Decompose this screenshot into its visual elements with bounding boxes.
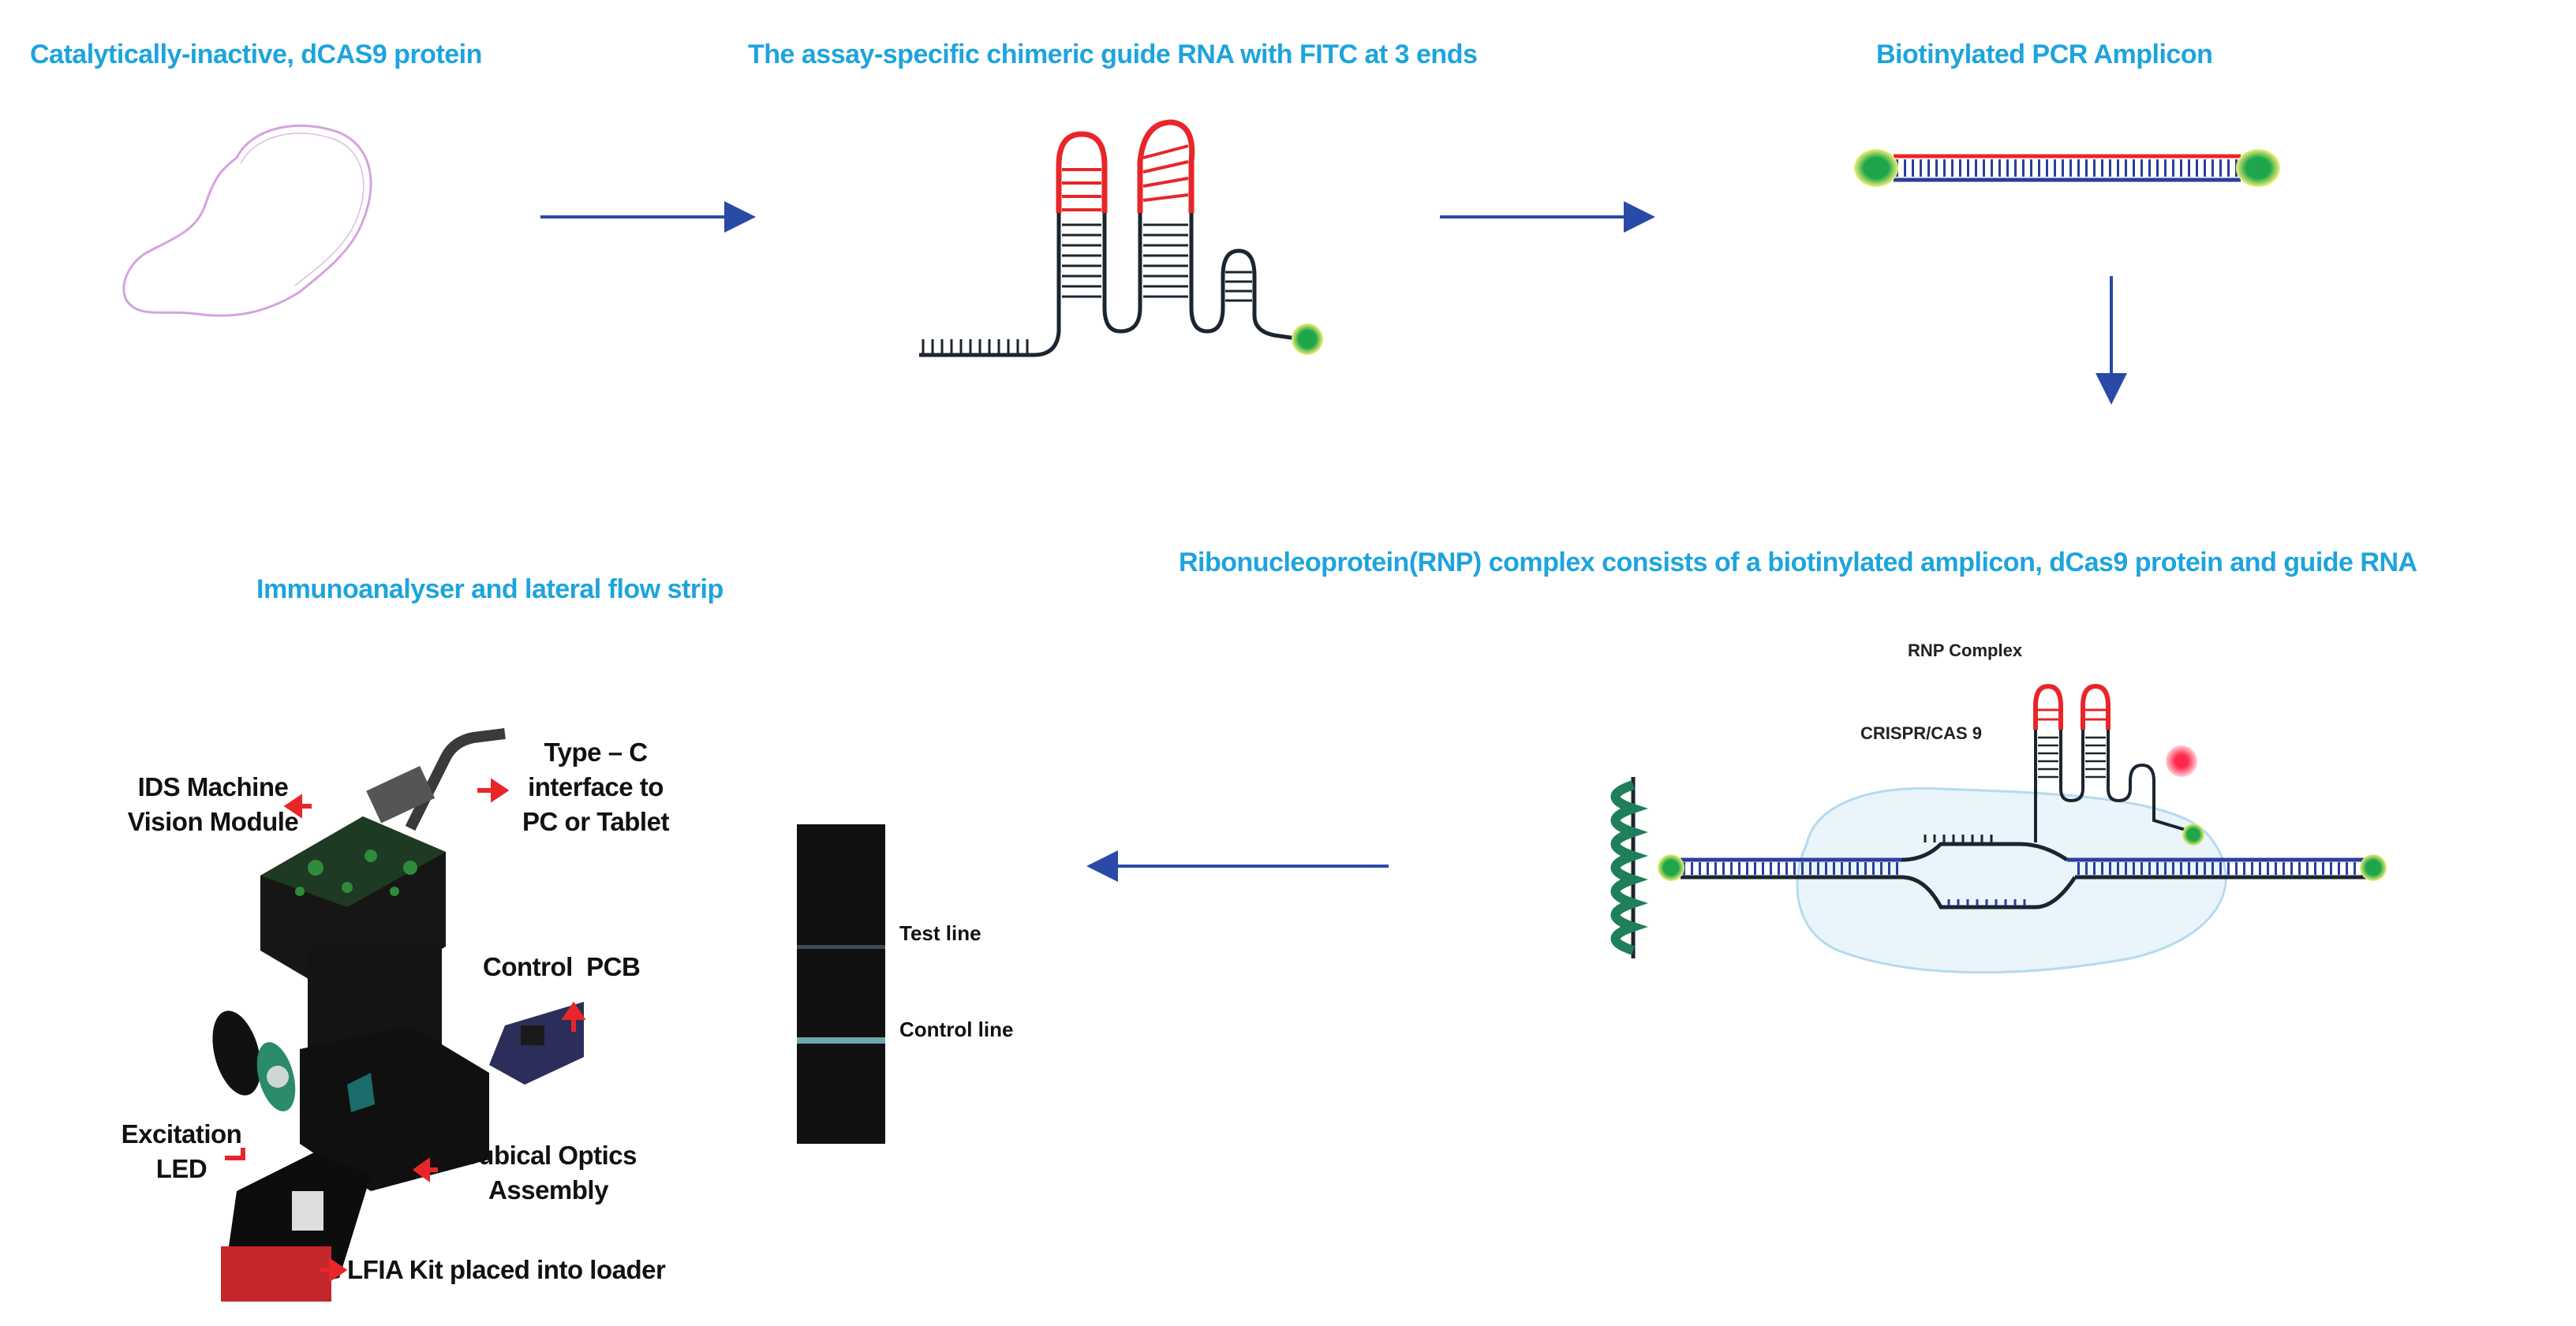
excitation-led-label: Excitation LED	[110, 1117, 252, 1186]
lateral-flow-strip-icon	[797, 824, 885, 1144]
excitation-label-line1: Excitation	[121, 1119, 242, 1149]
heading-rnp: Ribonucleoprotein(RNP) complex consists …	[1179, 547, 2417, 577]
heading-amplicon: Biotinylated PCR Amplicon	[1876, 39, 2213, 69]
fitc-label-icon	[1292, 323, 1323, 355]
fitc-label-icon	[2182, 824, 2204, 846]
guide-rna-icon	[919, 119, 1323, 357]
typec-interface-label: Type – C interface to PC or Tablet	[509, 735, 682, 839]
typec-label-line1: Type – C	[544, 738, 648, 767]
optics-assembly-label: Cubical Optics Assembly	[446, 1138, 651, 1208]
biotin-bead-icon	[2236, 149, 2280, 187]
heading-analyser: Immunoanalyser and lateral flow strip	[256, 574, 723, 604]
biotin-bead-icon	[1854, 149, 1898, 187]
optics-label-line1: Cubical Optics	[459, 1141, 637, 1170]
heading-guide-rna: The assay-specific chimeric guide RNA wi…	[748, 39, 1478, 69]
typec-label-line3: PC or Tablet	[522, 807, 669, 836]
heading-protein: Catalytically-inactive, dCAS9 protein	[30, 39, 482, 69]
biotin-bead-icon	[1658, 854, 1684, 881]
gold-nanoparticle-icon	[2166, 745, 2197, 777]
ids-module-label-line1: IDS Machine	[137, 772, 289, 801]
dcas9-protein-icon	[122, 124, 372, 317]
typec-label-line2: interface to	[528, 772, 664, 801]
ids-module-label-line2: Vision Module	[127, 807, 299, 836]
lfia-kit-label: LFIA Kit placed into loader	[347, 1255, 666, 1284]
biotin-bead-icon	[2360, 854, 2387, 881]
rnp-complex-icon	[1610, 683, 2387, 974]
amplicon-icon	[1854, 149, 2280, 187]
rnp-complex-label: RNP Complex	[1908, 641, 2023, 660]
immunoanalyser-device-icon	[212, 728, 586, 1302]
test-line-label: Test line	[899, 921, 981, 945]
excitation-label-line2: LED	[155, 1154, 208, 1183]
optics-label-line2: Assembly	[488, 1175, 608, 1205]
ids-module-label: IDS Machine Vision Module	[114, 770, 312, 839]
crispr-cas9-label: CRISPR/CAS 9	[1860, 723, 1983, 743]
control-line-label: Control line	[899, 1018, 1014, 1041]
control-pcb-label: Control PCB	[483, 952, 641, 981]
